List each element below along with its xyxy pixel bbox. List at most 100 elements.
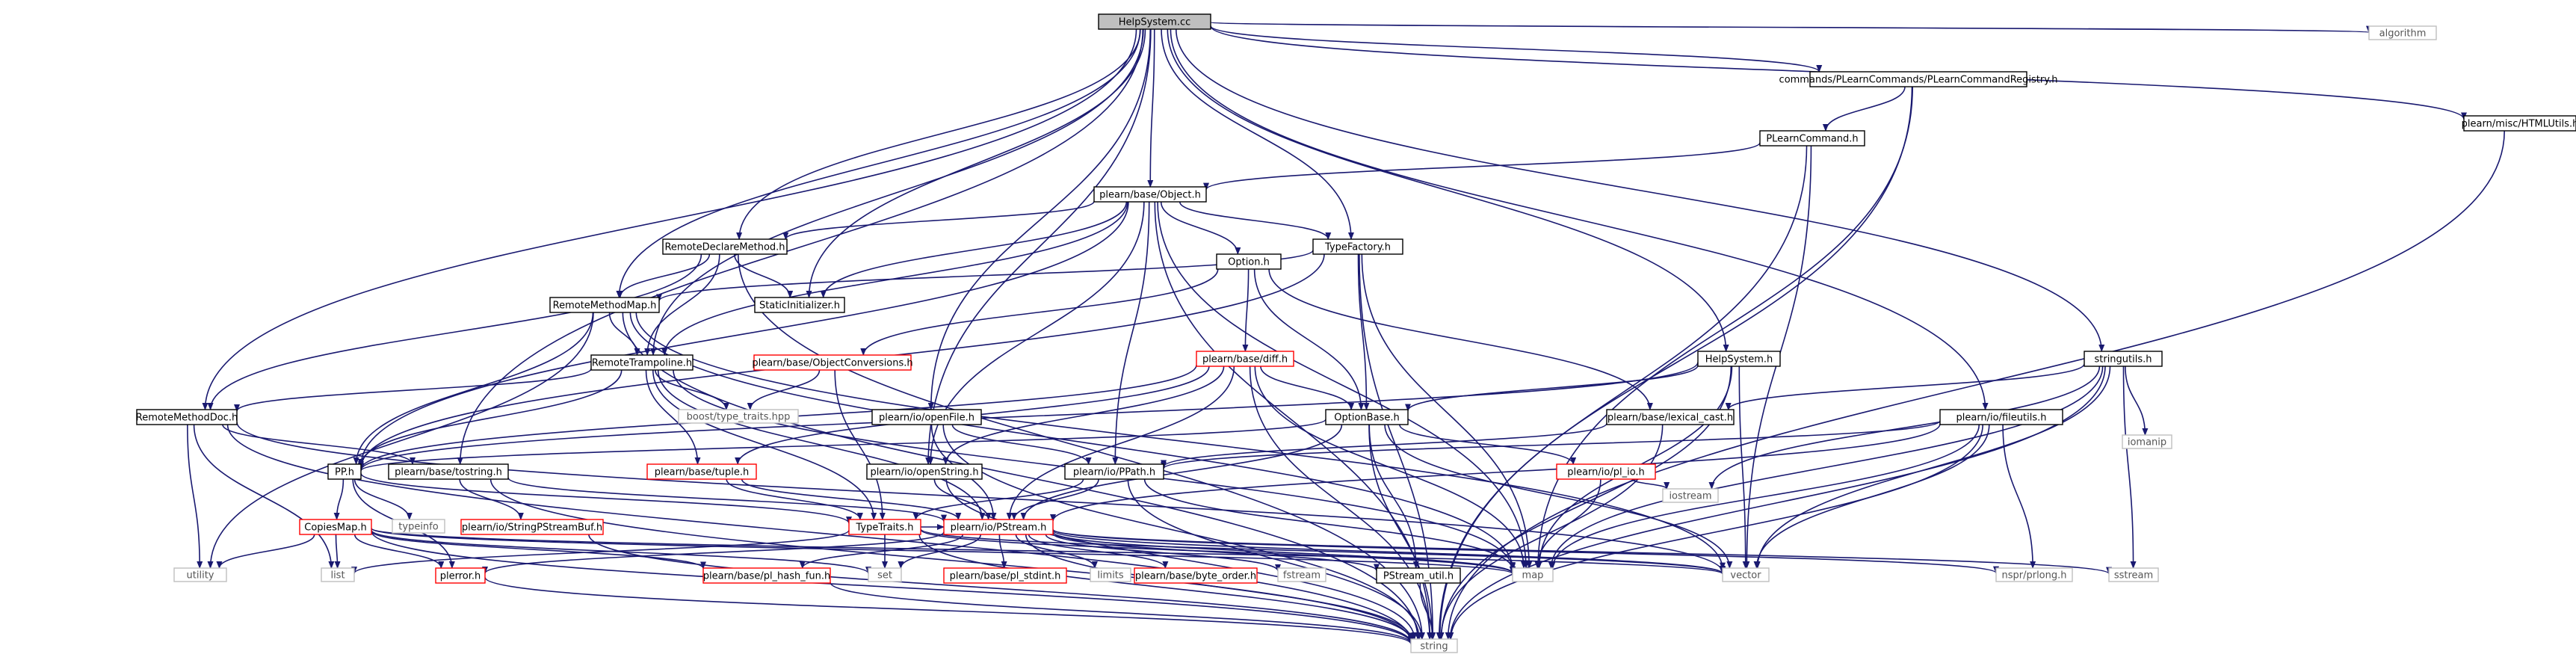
- node-box: [1939, 409, 2063, 425]
- edge-pstream_util-to-string: [1419, 582, 1436, 640]
- node-string[interactable]: string: [1410, 638, 1458, 653]
- node-byte_order[interactable]: plearn/base/byte_order.h: [1134, 567, 1258, 584]
- node-typefactory[interactable]: TypeFactory.h: [1312, 238, 1403, 255]
- edge-stringutils-to-sstream: [2122, 366, 2137, 569]
- node-box: [1134, 567, 1258, 584]
- node-fileutils[interactable]: plearn/io/fileutils.h: [1939, 409, 2063, 425]
- node-fstream[interactable]: fstream: [1277, 567, 1326, 582]
- node-algorithm[interactable]: algorithm: [2368, 25, 2437, 40]
- node-map[interactable]: map: [1512, 567, 1554, 582]
- node-list[interactable]: list: [321, 567, 355, 582]
- edge-object-to-option: [1160, 201, 1241, 255]
- edge-ppath-to-typetraits_h: [912, 478, 1084, 520]
- edge-copiesmap-to-list: [334, 534, 341, 569]
- node-copiesmap[interactable]: CopiesMap.h: [299, 519, 372, 535]
- node-box: [460, 519, 604, 535]
- node-plearncommandregistry[interactable]: commands/PLearnCommands/PLearnCommandReg…: [1779, 71, 2058, 87]
- node-optionbase[interactable]: OptionBase.h: [1325, 409, 1409, 425]
- node-box: [173, 567, 227, 582]
- node-staticinitializer[interactable]: StaticInitializer.h: [754, 297, 845, 313]
- node-pl_stdint[interactable]: plearn/base/pl_stdint.h: [943, 567, 1067, 584]
- edge-lexical_cast-to-ppath: [1161, 422, 1607, 468]
- node-limits[interactable]: limits: [1090, 567, 1131, 582]
- node-plerror[interactable]: plerror.h: [435, 567, 486, 584]
- edge-helpsystem_cc-to-openstring: [925, 28, 1152, 465]
- node-htmlutils[interactable]: plearn/misc/HTMLUtils.h: [2462, 115, 2576, 132]
- node-prlong[interactable]: nspr/prlong.h: [1995, 567, 2073, 582]
- node-ppath[interactable]: plearn/io/PPath.h: [1064, 463, 1164, 480]
- node-label: plearn/io/StringPStreamBuf.h: [462, 522, 602, 534]
- node-box: [1277, 567, 1326, 582]
- node-box: [2368, 25, 2437, 40]
- node-remotemethodmap[interactable]: RemoteMethodMap.h: [549, 297, 660, 313]
- node-plearncommand[interactable]: PLearnCommand.h: [1759, 130, 1865, 147]
- node-stringpstreambuf[interactable]: plearn/io/StringPStreamBuf.h: [460, 519, 604, 535]
- node-pstream[interactable]: plearn/io/PStream.h: [943, 519, 1054, 535]
- node-objectconversions[interactable]: plearn/base/ObjectConversions.h: [752, 354, 913, 371]
- node-helpsystem_h[interactable]: HelpSystem.h: [1697, 351, 1781, 367]
- node-vector[interactable]: vector: [1722, 567, 1770, 582]
- node-label: boost/type_traits.hpp: [687, 412, 791, 423]
- node-label: plearn/misc/HTMLUtils.h: [2462, 119, 2576, 130]
- node-stringutils[interactable]: stringutils.h: [2084, 351, 2163, 367]
- node-tostring[interactable]: plearn/base/tostring.h: [388, 463, 509, 480]
- node-typeinfo[interactable]: typeinfo: [392, 519, 445, 534]
- node-pp[interactable]: PP.h: [327, 463, 362, 480]
- node-iostream[interactable]: iostream: [1662, 488, 1719, 503]
- node-pl_hash_fun[interactable]: plearn/base/pl_hash_fun.h: [702, 567, 831, 584]
- node-label: limits: [1097, 570, 1124, 582]
- node-diff[interactable]: plearn/base/diff.h: [1196, 351, 1294, 367]
- node-openstring[interactable]: plearn/io/openString.h: [866, 463, 983, 480]
- node-remotemethoddoc[interactable]: RemoteMethodDoc.h: [136, 409, 238, 425]
- edge-ppath-to-pstream: [1010, 478, 1099, 520]
- node-openfile[interactable]: plearn/io/openFile.h: [871, 409, 982, 425]
- node-box: [1556, 463, 1656, 480]
- edge-helpsystem_cc-to-algorithm: [1210, 21, 2370, 34]
- node-label: plearn/base/diff.h: [1202, 354, 1288, 366]
- node-box: [1722, 567, 1770, 582]
- node-object[interactable]: plearn/base/Object.h: [1093, 186, 1207, 203]
- edge-helpsystem_cc-to-staticinitializer: [806, 28, 1146, 298]
- edge-copiesmap-to-plerror: [353, 534, 445, 569]
- edge-option-to-diff: [1242, 268, 1250, 352]
- edge-helpsystem_cc-to-stringutils: [1175, 28, 2105, 352]
- node-option[interactable]: Option.h: [1216, 253, 1282, 270]
- node-remotedeclaremethod[interactable]: RemoteDeclareMethod.h: [662, 238, 788, 255]
- edge-fileutils-to-string: [1448, 424, 1983, 640]
- node-typetraits_hpp[interactable]: boost/type_traits.hpp: [678, 409, 799, 424]
- node-label: RemoteMethodDoc.h: [136, 413, 238, 424]
- edge-diff-to-openstring: [942, 366, 1225, 465]
- edge-pp-to-typeinfo: [353, 478, 413, 520]
- edge-pstream-to-plerror: [482, 531, 945, 575]
- edge-copiesmap-to-pl_hash_fun: [371, 530, 706, 570]
- node-sstream[interactable]: sstream: [2108, 567, 2159, 582]
- edge-remotemethodmap-to-string: [622, 312, 1421, 640]
- node-box: [1759, 130, 1865, 147]
- node-lexical_cast[interactable]: plearn/base/lexical_cast.h: [1606, 409, 1735, 425]
- edge-helpsystem_cc-to-remotemethoddoc: [202, 28, 1137, 410]
- node-tuple[interactable]: plearn/base/tuple.h: [646, 463, 757, 480]
- node-typetraits_h[interactable]: TypeTraits.h: [848, 519, 921, 535]
- edge-tostring-to-string: [489, 478, 1414, 643]
- node-set[interactable]: set: [868, 567, 902, 582]
- edge-helpsystem_cc-to-openfile: [927, 28, 1152, 410]
- node-remotetrampoline[interactable]: RemoteTrampoline.h: [590, 354, 694, 371]
- node-label: list: [330, 570, 345, 582]
- node-label: commands/PLearnCommands/PLearnCommandReg…: [1779, 75, 2058, 86]
- node-helpsystem_cc[interactable]: HelpSystem.cc: [1098, 13, 1211, 30]
- node-pstream_util[interactable]: PStream_util.h: [1376, 567, 1461, 584]
- node-iomanip[interactable]: iomanip: [2122, 434, 2172, 449]
- node-box: [943, 567, 1067, 584]
- node-label: plearn/io/openFile.h: [879, 413, 975, 424]
- edge-remotemethodmap-to-pp: [353, 312, 594, 465]
- node-pl_io[interactable]: plearn/io/pl_io.h: [1556, 463, 1656, 480]
- edge-typefactory-to-map: [1361, 253, 1533, 569]
- edge-pstream-to-sstream: [1052, 528, 2112, 575]
- node-utility[interactable]: utility: [173, 567, 227, 582]
- edge-remotetrampoline-to-pstream: [657, 369, 986, 520]
- node-box: [1662, 488, 1719, 503]
- node-box: [2084, 351, 2163, 367]
- edge-option-to-optionbase: [1253, 268, 1365, 410]
- edge-fileutils-to-map: [1549, 424, 1980, 569]
- edge-stringutils-to-iostream: [1708, 366, 2101, 490]
